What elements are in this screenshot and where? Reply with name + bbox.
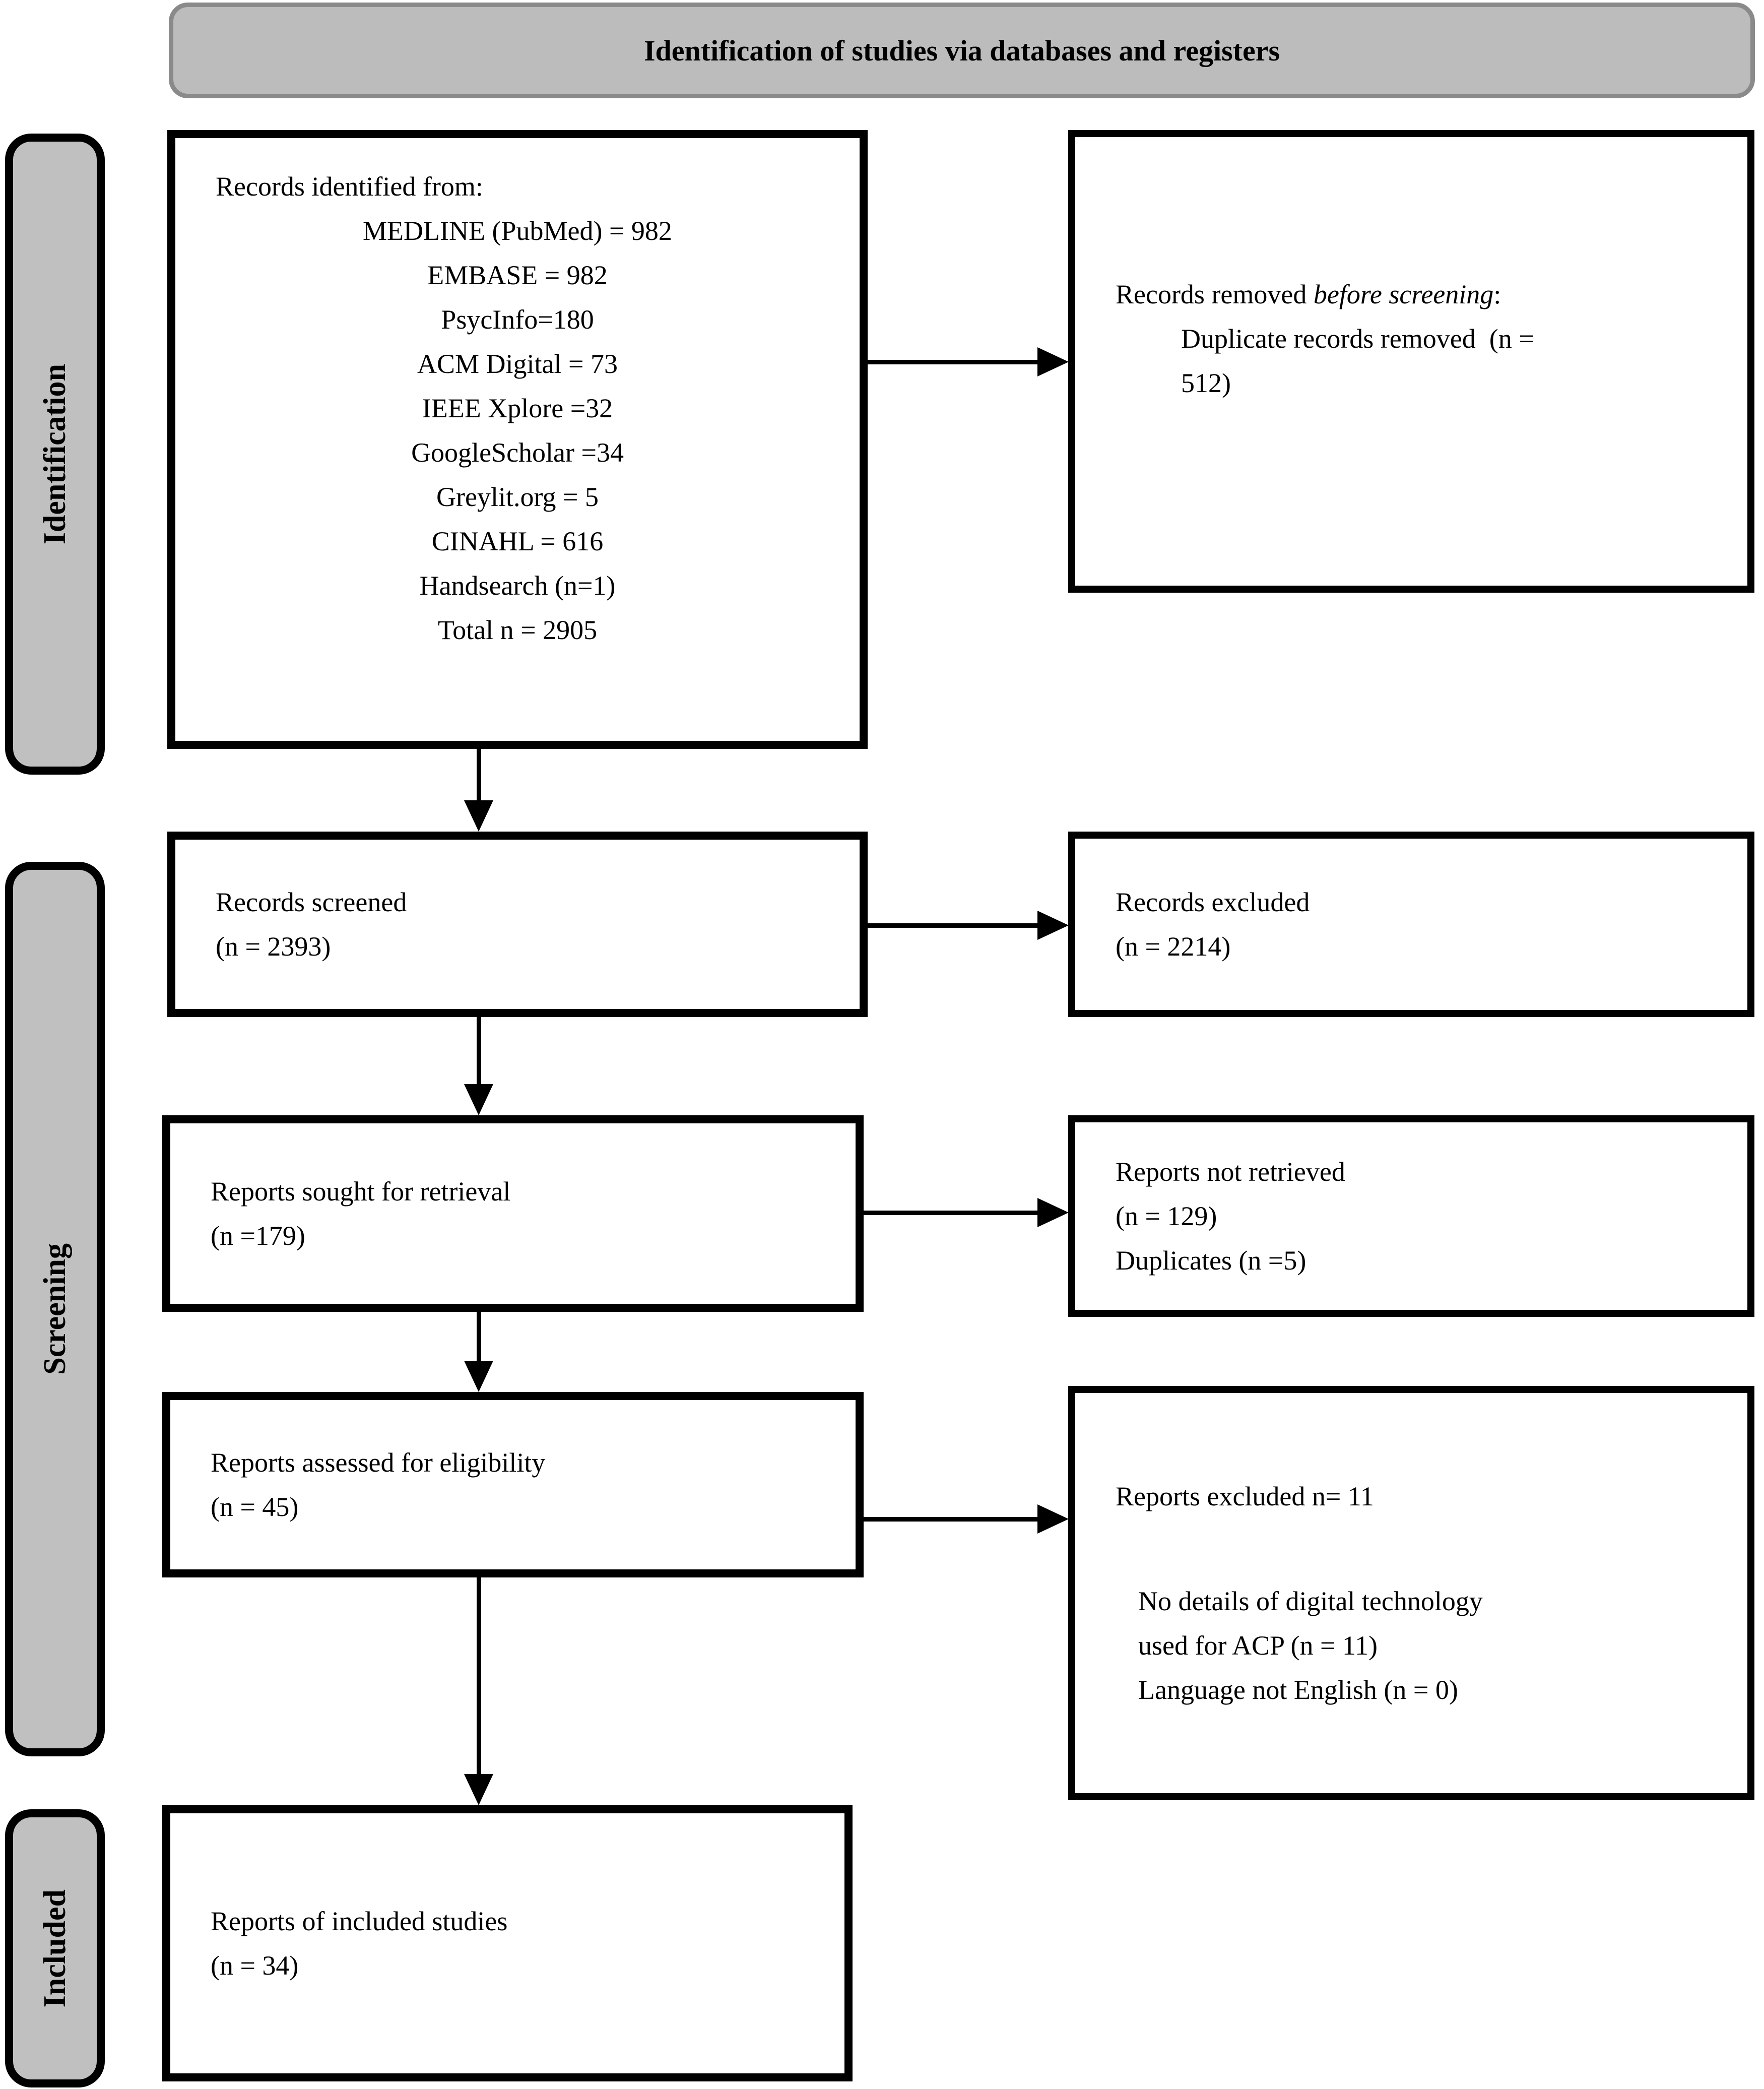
text-line: Total n = 2905 — [437, 615, 598, 645]
text-line: (n = 2214) — [1116, 931, 1231, 962]
box-reports-excluded: Reports excluded n= 11 No details of dig… — [1068, 1386, 1754, 1800]
italic-phrase: before screening — [1313, 279, 1494, 309]
arrow-head-screened-to-sought — [464, 1084, 493, 1115]
text-line: EMBASE = 982 — [427, 260, 608, 290]
stage-label-identification: Identification — [37, 363, 72, 545]
arrow-head-sought-to-not-retrieved — [1037, 1198, 1069, 1227]
text-line: GoogleScholar =34 — [411, 437, 624, 468]
arrow-line-screened-to-sought — [477, 1017, 481, 1085]
box-records-excluded: Records excluded (n = 2214) — [1068, 832, 1754, 1017]
text-line: Reports not retrieved — [1116, 1157, 1345, 1187]
text-line: Reports of included studies — [211, 1906, 508, 1936]
blank-line — [1116, 1518, 1722, 1579]
text-line: (n = 45) — [211, 1492, 299, 1522]
text-line: (n = 129) — [1116, 1201, 1217, 1231]
arrow-head-screened-to-excluded — [1037, 911, 1069, 940]
arrow-head-assessed-to-included — [464, 1774, 493, 1805]
text-line: (n = 34) — [211, 1950, 299, 1981]
arrow-head-assessed-to-reports-excluded — [1037, 1504, 1069, 1534]
arrow-line-sought-to-not-retrieved — [864, 1211, 1039, 1215]
box-records-screened: Records screened (n = 2393) — [167, 832, 868, 1017]
stage-bar-included: Included — [5, 1809, 105, 2087]
text-line: Records removed before screening: — [1116, 279, 1501, 309]
arrow-line-assessed-to-reports-excluded — [864, 1517, 1039, 1522]
arrow-head-identified-to-removed — [1037, 347, 1069, 376]
text-line: Greylit.org = 5 — [436, 482, 599, 512]
text-line: Duplicates (n =5) — [1116, 1245, 1306, 1276]
stage-bar-identification: Identification — [5, 134, 105, 775]
box-reports-sought-for-retrieval: Reports sought for retrieval (n =179) — [162, 1115, 864, 1312]
text-line: Records identified from: — [216, 171, 483, 202]
text-line: Reports sought for retrieval — [211, 1176, 511, 1207]
text-line: Records screened — [216, 887, 407, 917]
box-reports-assessed-for-eligibility: Reports assessed for eligibility (n = 45… — [162, 1392, 864, 1577]
arrow-head-identified-to-screened — [464, 800, 493, 832]
text-line: used for ACP (n = 11) — [1138, 1630, 1378, 1661]
text-line: Reports excluded n= 11 — [1116, 1481, 1374, 1511]
arrow-line-screened-to-excluded — [868, 923, 1039, 928]
arrow-line-assessed-to-included — [477, 1577, 481, 1775]
text-line: ACM Digital = 73 — [417, 349, 618, 379]
page-title: Identification of studies via databases … — [643, 34, 1280, 67]
box-records-identified: Records identified from: MEDLINE (PubMed… — [167, 130, 868, 749]
text-line: MEDLINE (PubMed) = 982 — [363, 216, 672, 246]
text-line: (n =179) — [211, 1221, 305, 1251]
stage-label-screening: Screening — [37, 1243, 72, 1375]
text-line: Duplicate records removed (n = — [1181, 324, 1534, 354]
text-line: Language not English (n = 0) — [1138, 1675, 1458, 1705]
text-line: Reports assessed for eligibility — [211, 1447, 546, 1478]
text-line: Records excluded — [1116, 887, 1310, 917]
text-line: (n = 2393) — [216, 931, 331, 962]
arrow-line-identified-to-removed — [868, 360, 1039, 364]
stage-label-included: Included — [37, 1889, 72, 2008]
arrow-line-sought-to-assessed — [477, 1312, 481, 1362]
box-reports-of-included-studies: Reports of included studies (n = 34) — [162, 1805, 853, 2081]
arrow-line-identified-to-screened — [477, 749, 481, 801]
text-line: No details of digital technology — [1138, 1586, 1483, 1616]
text-line: IEEE Xplore =32 — [422, 393, 613, 423]
text-line: CINAHL = 616 — [431, 526, 604, 556]
box-records-removed-before-screening: Records removed before screening: Duplic… — [1068, 130, 1754, 593]
text-line: PsycInfo=180 — [441, 304, 594, 335]
text-line: 512) — [1181, 368, 1231, 398]
box-reports-not-retrieved: Reports not retrieved (n = 129) Duplicat… — [1068, 1115, 1754, 1317]
text-line: Handsearch (n=1) — [419, 571, 616, 601]
title-banner: Identification of studies via databases … — [169, 3, 1755, 98]
arrow-head-sought-to-assessed — [464, 1361, 493, 1392]
stage-bar-screening: Screening — [5, 862, 105, 1756]
